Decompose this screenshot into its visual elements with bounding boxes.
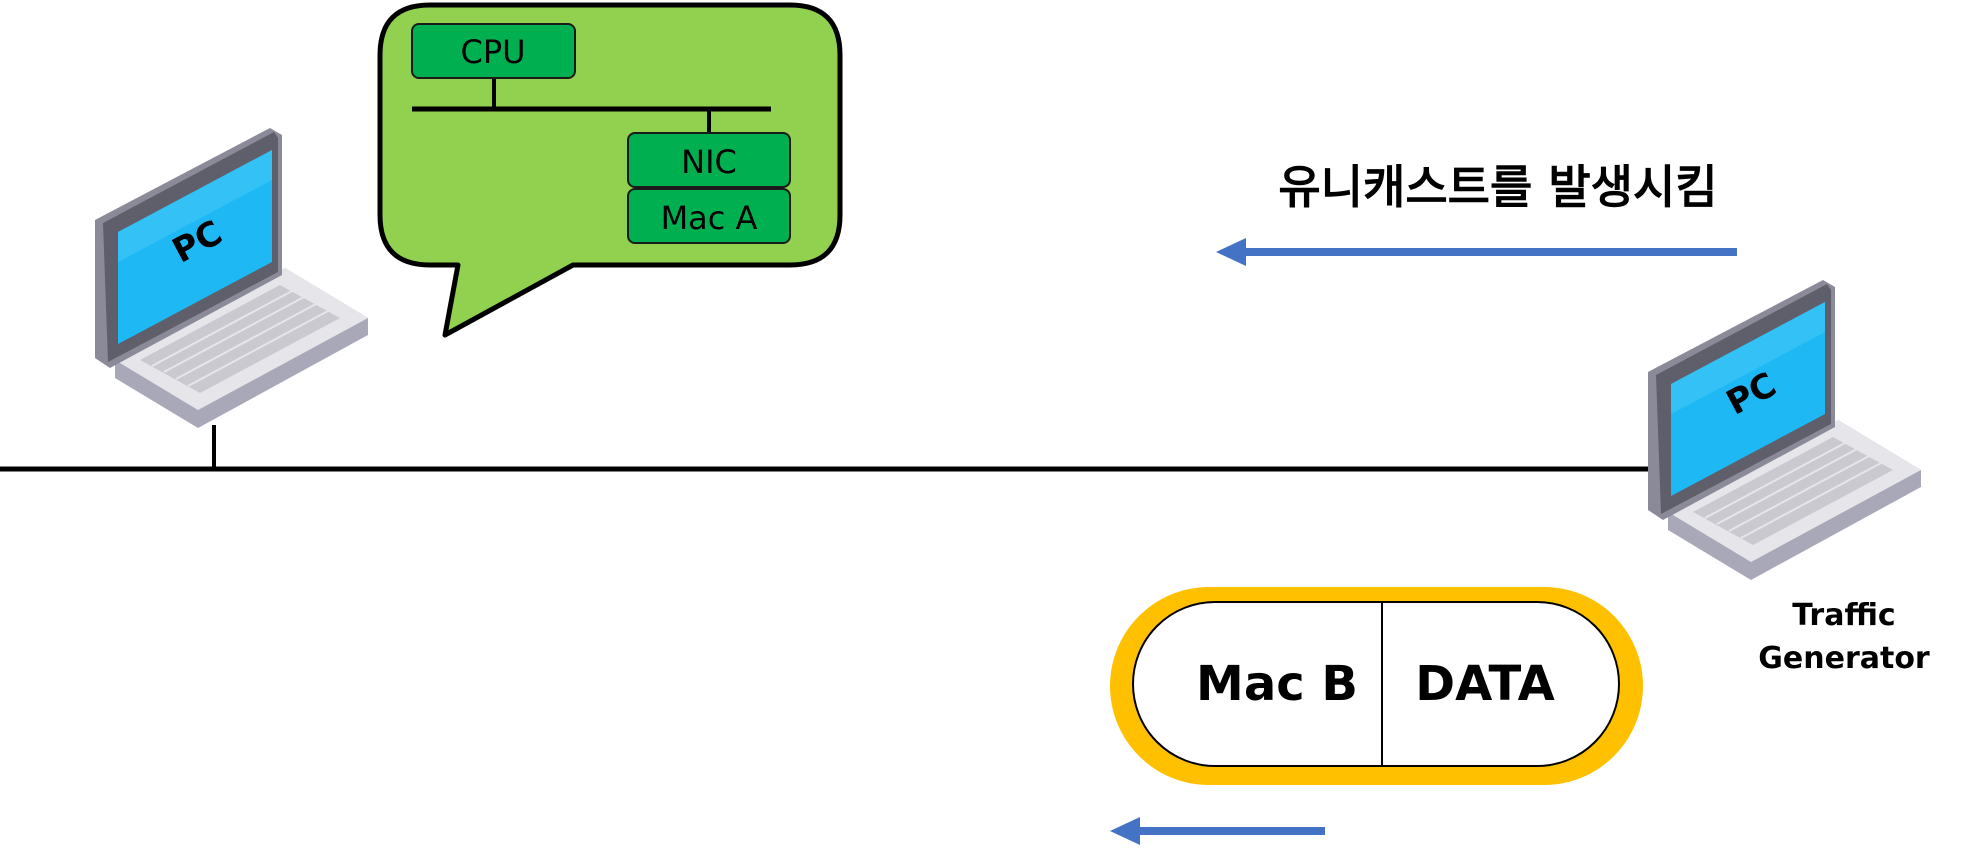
nic-callout-bubble: CPU NIC Mac A: [377, 2, 843, 338]
frame-inner-pill: [1132, 601, 1620, 767]
frame-payload-label: DATA: [1415, 656, 1554, 712]
mac-a-label: Mac A: [661, 199, 758, 237]
unicast-heading: 유니캐스트를 발생시킴: [1278, 160, 1717, 214]
cpu-box: [411, 23, 576, 79]
unicast-frame-capsule: Mac B DATA: [1110, 587, 1643, 785]
frame-dest-mac-label: Mac B: [1196, 656, 1358, 712]
cpu-label: CPU: [460, 33, 525, 71]
right-pc-laptop: PC: [1648, 280, 1921, 580]
nic-label: NIC: [681, 143, 737, 181]
left-pc-laptop: PC: [95, 128, 368, 428]
upper-direction-arrow: [1216, 238, 1737, 266]
nic-box: [627, 132, 791, 188]
mac-a-box: [627, 188, 791, 244]
traffic-generator-caption-line2: Generator: [1758, 641, 1930, 676]
traffic-generator-caption-line1: Traffic: [1792, 598, 1895, 633]
lower-direction-arrow: [1110, 817, 1325, 845]
